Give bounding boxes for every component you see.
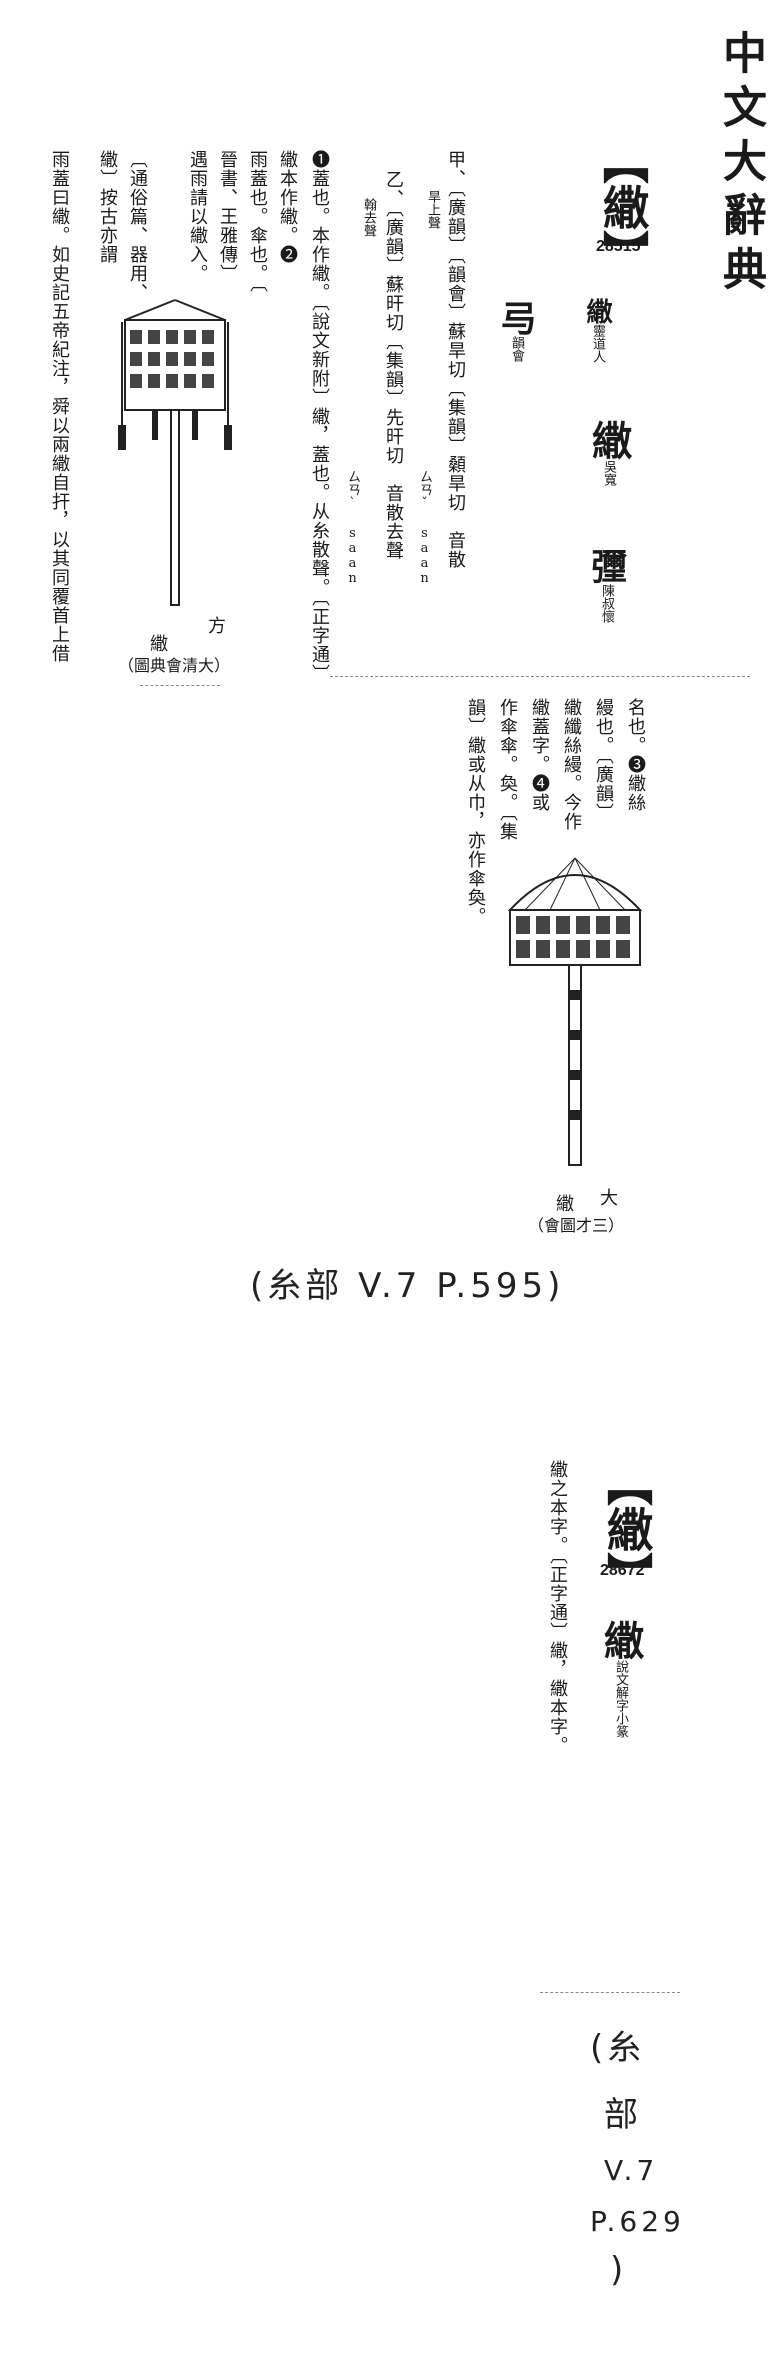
entry-2-seal-form: 繖說文解字小篆 xyxy=(597,1620,644,1738)
note-2-line-2: 部 xyxy=(604,2095,642,2135)
entry-2-code: 28672 xyxy=(600,1562,645,1579)
square-parasol-illustration xyxy=(118,299,232,606)
def-2-col4: 遇雨請以繖入。 xyxy=(187,150,208,283)
entry-2: 【繖】 28672 繖之本字。〔正字通〕繖，繖本字。 繖說文解字小篆 xyxy=(0,1450,780,1780)
handwritten-volume-note-2: (糸 部 V.7 P.629 ) xyxy=(590,2020,690,2290)
reading-b: 乙、〔廣韻〕蘇旰切〔集韻〕先旰切 音散去聲 xyxy=(383,170,404,560)
round-parasol-illustration xyxy=(507,857,643,1166)
fig-1-caption-c: （圖典會清大） xyxy=(118,656,231,675)
entry-2-definition: 繖之本字。〔正字通〕繖，繖本字。 xyxy=(547,1460,568,1755)
note-2-line-1: (糸 xyxy=(590,2028,646,2068)
variant-2: 繖吳寬 xyxy=(585,420,632,486)
right-col-4: 繖蓋字。❹或 xyxy=(529,698,550,812)
fig-2-caption-b: 繖 xyxy=(556,1194,575,1215)
def-2-col1: 繖本作繖。❷ xyxy=(277,150,298,264)
def-2-col7: 雨蓋曰繖。如史記五帝紀注，舜以兩繖自扞，以其同覆首上借 xyxy=(49,150,70,663)
variant-4: 㢧韻會 xyxy=(495,300,537,362)
note-2-line-5: ) xyxy=(610,2250,628,2290)
handwritten-volume-note-1: (糸部 V.7 P.595) xyxy=(250,1266,565,1306)
def-1: ❶蓋也。本作繖。〔說文新附〕繖，蓋也。从糸散聲。〔正字通〕 xyxy=(309,150,330,683)
entry-1-continued: 名也。❸繖絲 縵也。〔廣韻〕 繖纖絲縵。今作 繖蓋字。❹或 作傘傘。奐。〔集 韻… xyxy=(0,690,780,1250)
variant-1: 繖靈道人 xyxy=(582,298,612,363)
right-col-1: 名也。❸繖絲 xyxy=(625,698,646,812)
separator-2 xyxy=(140,685,220,686)
reading-a: 甲、〔廣韻〕〔韻會〕蘇旱切〔集韻〕顙旱切 音散 xyxy=(445,150,466,569)
reading-b-tone: 翰去聲 xyxy=(361,198,376,237)
note-2-line-3: V.7 xyxy=(604,2154,659,2187)
fig-2-caption-c: （會圖才三） xyxy=(528,1216,625,1235)
entry-2-headword: 【繖】 xyxy=(600,1460,654,1598)
fig-1-caption-b: 繖 xyxy=(150,634,169,655)
entry-1-code: 28515 xyxy=(596,238,641,255)
def-2-col2: 雨蓋也。傘也。〔 xyxy=(247,150,268,293)
entry-1-headword: 【繖】 xyxy=(596,138,650,276)
def-2-col6: 繖〕按古亦謂 xyxy=(97,150,118,264)
reading-a-bopomofo: ㄙㄢˇ saan xyxy=(417,470,432,586)
entry-1: 【繖】 28515 繖靈道人 繖吳寬 㣆陳叔懷 㢧韻會 甲、〔廣韻〕〔韻會〕蘇旱… xyxy=(0,0,780,700)
reading-b-bopomofo: ㄙㄢˋ saan xyxy=(345,470,360,586)
def-2-col3: 晉書、王雅傳〕 xyxy=(217,150,238,283)
right-col-3: 繖纖絲縵。今作 xyxy=(561,698,582,831)
def-2-col5: 〔通俗篇、器用、 xyxy=(127,150,148,302)
separator-1 xyxy=(330,676,750,677)
fig-2-caption-a: 大 xyxy=(600,1188,619,1209)
right-col-5: 作傘傘。奐。〔集 xyxy=(497,698,518,841)
right-col-2: 縵也。〔廣韻〕 xyxy=(593,698,614,822)
right-col-6: 韻〕繖或从巾，亦作傘奐。 xyxy=(465,698,486,926)
dictionary-title: 中文大辭典 xyxy=(715,30,766,300)
note-2-line-4: P.629 xyxy=(590,2205,685,2238)
separator-3 xyxy=(540,1992,680,1993)
fig-1-caption-a: 方 xyxy=(208,616,227,637)
reading-a-tone: 旱上聲 xyxy=(425,190,440,229)
variant-3: 㣆陳叔懷 xyxy=(585,548,627,623)
